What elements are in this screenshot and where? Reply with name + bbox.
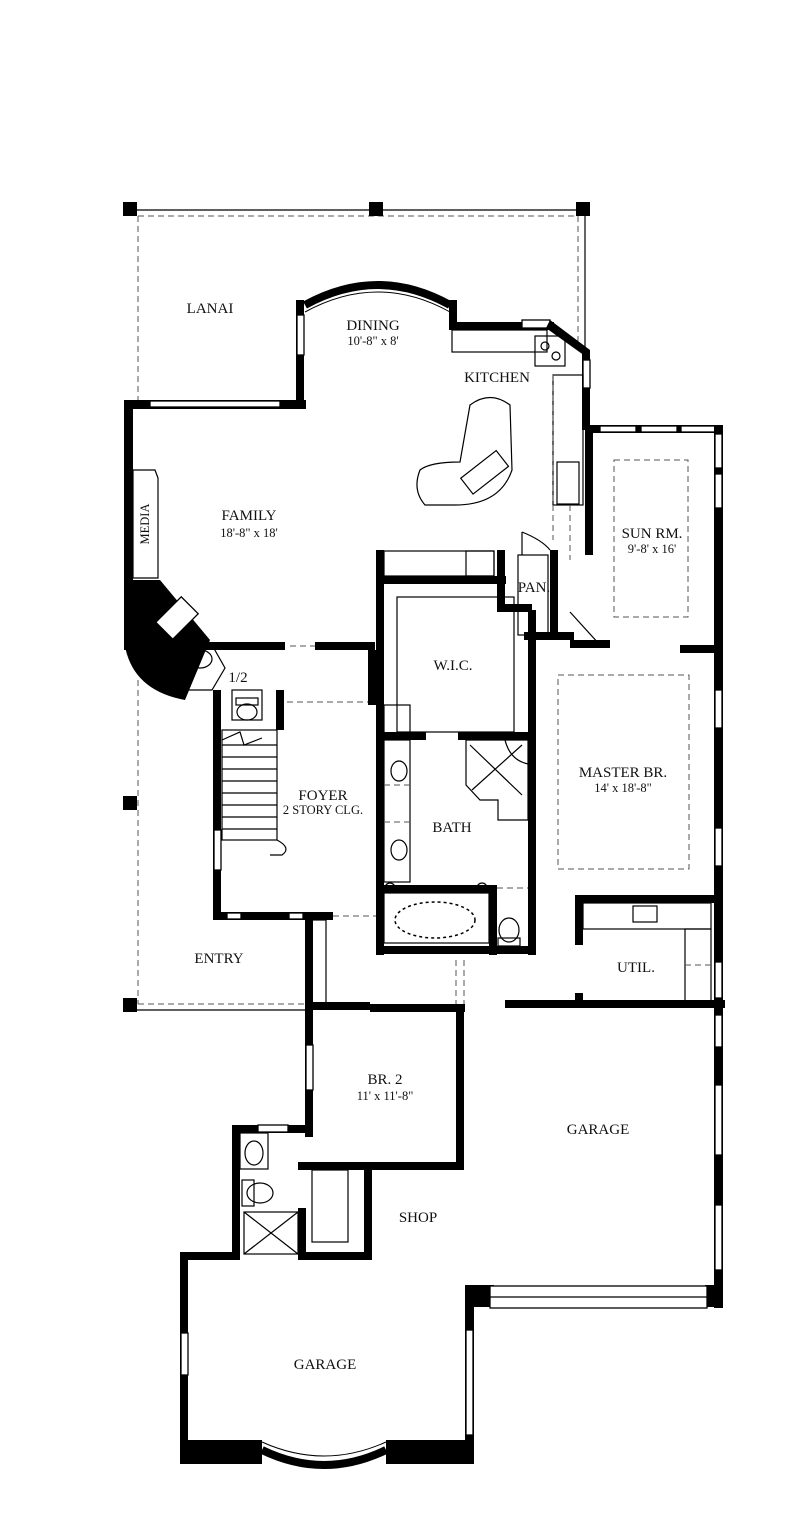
label-util: UTIL.: [617, 960, 655, 976]
label-master: MASTER BR.: [579, 765, 667, 781]
garage-right-walls: [466, 1008, 723, 1309]
master-walls: [557, 674, 723, 870]
label-half-bath: 1/2: [228, 670, 247, 686]
stairs: [221, 731, 287, 856]
label-garage-right: GARAGE: [567, 1122, 630, 1138]
shop-walls: [232, 1124, 372, 1260]
label-garage-left: GARAGE: [294, 1357, 357, 1373]
label-foyer-note: 2 STORY CLG.: [283, 803, 363, 817]
sun-room-walls: [569, 425, 723, 1020]
family-walls: [124, 400, 375, 700]
label-kitchen: KITCHEN: [464, 370, 530, 386]
label-br2-size: 11' x 11'-8": [357, 1089, 414, 1103]
garage-left-walls: [180, 1252, 474, 1469]
label-master-size: 14' x 18'-8": [594, 781, 652, 795]
room-labels: LANAI DINING 10'-8" x 8' KITCHEN FAMILY …: [138, 301, 682, 1373]
foyer-walls: [213, 650, 378, 920]
label-wic: W.I.C.: [433, 658, 472, 674]
bath-walls: [376, 732, 536, 955]
label-br2: BR. 2: [367, 1072, 402, 1088]
label-shop: SHOP: [399, 1210, 437, 1226]
utility-walls: [505, 895, 725, 1008]
label-bath: BATH: [432, 820, 471, 836]
label-pantry: PAN.: [518, 580, 550, 596]
label-sun-room-size: 9'-8' x 16': [628, 542, 676, 556]
label-family-size: 18'-8" x 18': [220, 526, 278, 540]
label-family: FAMILY: [222, 508, 277, 524]
label-sun-room: SUN RM.: [622, 526, 683, 542]
label-media: MEDIA: [138, 504, 152, 545]
label-foyer: FOYER: [298, 788, 347, 804]
dining-bay: [296, 281, 457, 408]
kitchen-walls: [449, 319, 591, 560]
label-dining: DINING: [346, 318, 399, 334]
kitchen-island: [416, 396, 513, 506]
entry-outline: [123, 680, 327, 1012]
label-entry: ENTRY: [194, 951, 243, 967]
lanai-outline: [123, 202, 590, 400]
br2-walls: [305, 915, 465, 1170]
label-lanai: LANAI: [187, 301, 234, 317]
label-dining-size: 10'-8" x 8': [347, 334, 398, 348]
